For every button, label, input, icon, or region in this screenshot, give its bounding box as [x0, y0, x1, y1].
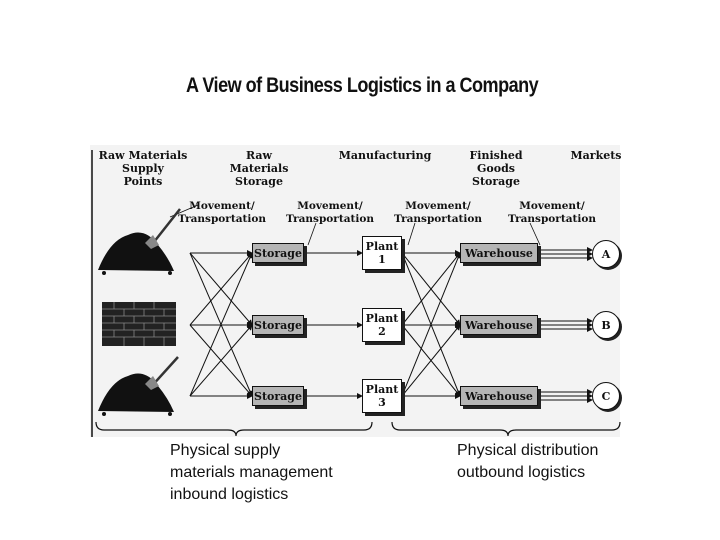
market-b-node: B: [592, 311, 620, 339]
raw-material-pile-icon: [98, 208, 181, 275]
diagram-connectors: [91, 150, 593, 437]
storage-box-3: Storage: [252, 386, 304, 406]
movement-label-3: Movement/ Transportation: [394, 200, 482, 225]
warehouse-box-2: Warehouse: [460, 315, 538, 335]
caption-physical-supply: Physical supply materials management inb…: [170, 442, 333, 503]
header-markets: Markets: [570, 149, 622, 162]
market-a-node: A: [592, 240, 620, 268]
market-c-node: C: [592, 382, 620, 410]
warehouse-box-3: Warehouse: [460, 386, 538, 406]
plant-3-box: Plant 3: [362, 379, 402, 413]
movement-label-4: Movement/ Transportation: [508, 200, 596, 225]
supply-brace: [95, 421, 373, 437]
header-raw-supply-points: Raw Materials Supply Points: [98, 149, 188, 188]
plant-1-box: Plant 1: [362, 236, 402, 270]
header-finished-goods-storage: Finished Goods Storage: [469, 149, 523, 188]
storage-box-2: Storage: [252, 315, 304, 335]
supply-arrows: [189, 250, 253, 399]
plant-to-warehouse-arrows: [401, 250, 461, 399]
plant-2-box: Plant 2: [362, 308, 402, 342]
logistics-diagram: Raw Materials Supply Points Raw Material…: [90, 145, 622, 437]
caption-physical-distribution: Physical distribution outbound logistics: [457, 442, 599, 481]
warehouse-box-1: Warehouse: [460, 243, 538, 263]
brick-stack-icon: [102, 302, 176, 346]
warehouse-to-market-arrows: [538, 247, 593, 403]
diagram-title: A View of Business Logistics in a Compan…: [186, 74, 539, 97]
header-raw-materials-storage: Raw Materials Storage: [229, 149, 289, 188]
raw-material-pile-icon: [98, 356, 179, 416]
distribution-brace: [391, 421, 621, 437]
header-manufacturing: Manufacturing: [338, 149, 432, 162]
storage-to-plant-arrows: [304, 250, 363, 399]
movement-label-1: Movement/ Transportation: [178, 200, 266, 225]
movement-label-2: Movement/ Transportation: [286, 200, 374, 225]
storage-box-1: Storage: [252, 243, 304, 263]
